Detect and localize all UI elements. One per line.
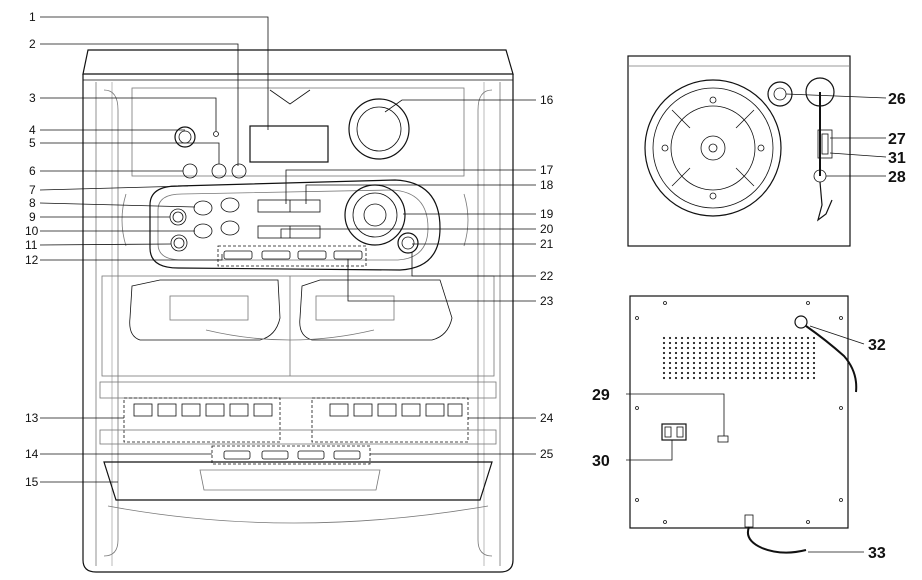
- rear-view: [629, 295, 858, 554]
- lcd-display: [249, 125, 329, 163]
- callout-14: 14: [25, 447, 39, 461]
- callout-31: 31: [888, 150, 906, 167]
- callout-19: 19: [540, 207, 554, 221]
- callout-33: 33: [868, 545, 886, 562]
- leader-lines: [39, 16, 887, 553]
- callout-10: 10: [25, 224, 39, 238]
- platter: [644, 79, 782, 217]
- callout-1: 1: [29, 10, 36, 24]
- callout-8: 8: [29, 196, 36, 210]
- tape-buttons-right: [311, 397, 469, 443]
- callout-29: 29: [592, 387, 610, 404]
- callout-16: 16: [540, 93, 554, 107]
- jog-dial: [344, 184, 406, 246]
- vent-grille: [662, 336, 816, 380]
- callout-20: 20: [540, 222, 554, 236]
- tape-buttons-left: [123, 397, 281, 443]
- callout-13: 13: [25, 411, 39, 425]
- callout-27: 27: [888, 131, 906, 148]
- callout-22: 22: [540, 269, 554, 283]
- callout-15: 15: [25, 475, 39, 489]
- callout-4: 4: [29, 123, 36, 137]
- front-unit: [82, 49, 514, 573]
- callout-25: 25: [540, 447, 554, 461]
- callout-7: 7: [29, 183, 36, 197]
- callout-30: 30: [592, 453, 610, 470]
- callout-labels: 1 2 3 4 5 6 7 8 9 10 11 12 13 14 15 16 1…: [25, 10, 906, 562]
- callout-28: 28: [888, 169, 906, 186]
- callout-6: 6: [29, 164, 36, 178]
- callout-2: 2: [29, 37, 36, 51]
- button-row-22: [217, 245, 367, 267]
- callout-24: 24: [540, 411, 554, 425]
- turntable-view: [627, 55, 851, 247]
- volume-knob: [348, 98, 410, 160]
- callout-5: 5: [29, 136, 36, 150]
- cd-tray: [103, 461, 493, 501]
- knob-4: [174, 126, 196, 148]
- callout-9: 9: [29, 210, 36, 224]
- callout-12: 12: [25, 253, 39, 267]
- callout-18: 18: [540, 178, 554, 192]
- callout-23: 23: [540, 294, 554, 308]
- callout-11: 11: [25, 238, 38, 252]
- callout-26: 26: [888, 91, 906, 108]
- callout-32: 32: [868, 337, 886, 354]
- callout-3: 3: [29, 91, 36, 105]
- callout-17: 17: [540, 163, 554, 177]
- callout-21: 21: [540, 237, 554, 251]
